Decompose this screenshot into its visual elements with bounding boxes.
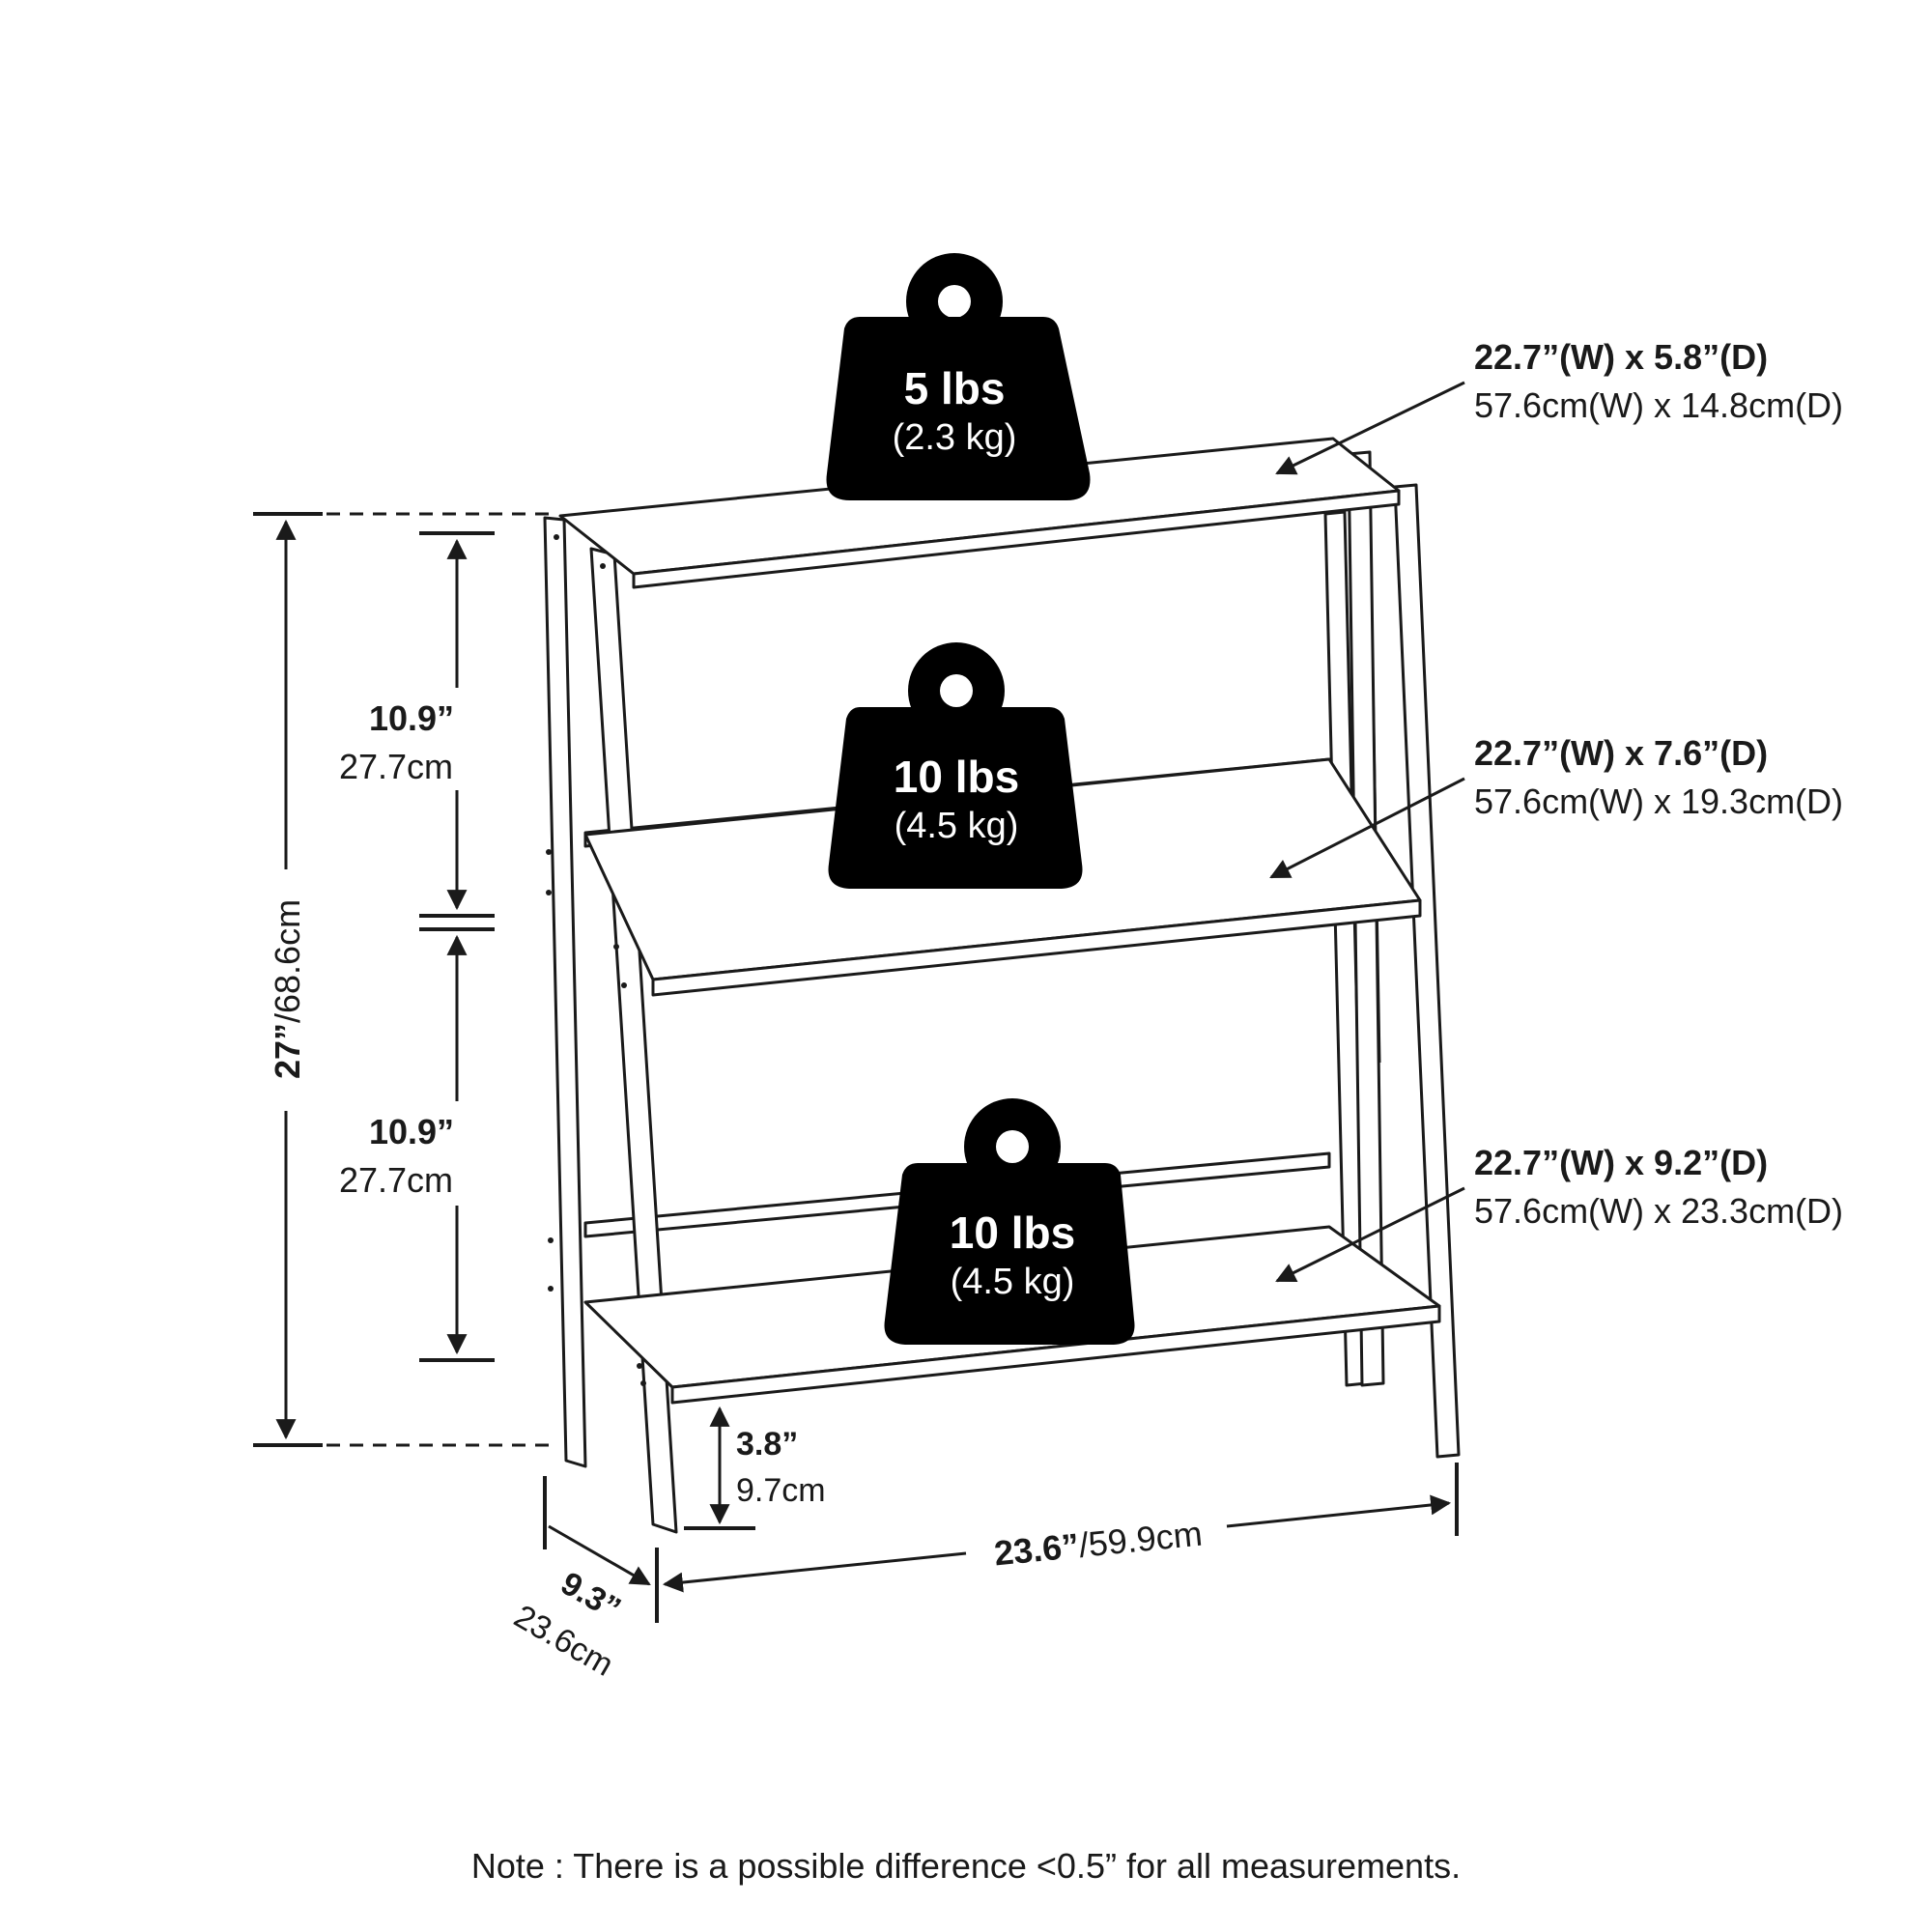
shelf-label-top: 22.7”(W) x 5.8”(D) 57.6cm(W) x 14.8cm(D) <box>1275 337 1843 475</box>
shelf-top-inch: 22.7”(W) x 5.8”(D) <box>1474 337 1768 377</box>
shelf-label-middle: 22.7”(W) x 7.6”(D) 57.6cm(W) x 19.3cm(D) <box>1269 733 1843 879</box>
upper-gap-dimension: 10.9” 27.7cm <box>339 531 495 918</box>
hardware-dots <box>546 534 646 1386</box>
overall-depth-dimension: 9.3” 23.6cm <box>508 1476 651 1684</box>
upper-gap-inch: 10.9” <box>369 698 454 738</box>
shelf-bottom-cm: 57.6cm(W) x 23.3cm(D) <box>1474 1191 1843 1231</box>
overall-depth-inch: 9.3” <box>554 1565 627 1628</box>
overall-height-label: 27”/68.6cm <box>268 899 307 1079</box>
weight-top-lbs: 5 lbs <box>904 363 1006 413</box>
upper-gap-cm: 27.7cm <box>339 747 453 786</box>
lower-gap-dimension: 10.9” 27.7cm <box>339 927 495 1362</box>
shelf-middle-inch: 22.7”(W) x 7.6”(D) <box>1474 733 1768 773</box>
left-front-leg <box>589 547 678 1534</box>
weight-middle-kg: (4.5 kg) <box>895 806 1019 846</box>
left-rear-leg <box>543 516 587 1468</box>
clearance-inch: 3.8” <box>736 1426 798 1463</box>
weight-icon-bottom: 10 lbs (4.5 kg) <box>884 1098 1135 1345</box>
weight-icon-middle: 10 lbs (4.5 kg) <box>828 642 1083 889</box>
overall-height-inch: 27” <box>268 1023 307 1079</box>
measurement-note: Note : There is a possible difference <0… <box>471 1846 1461 1886</box>
weight-middle-lbs: 10 lbs <box>894 752 1019 802</box>
weight-bottom-kg: (4.5 kg) <box>951 1262 1075 1302</box>
clearance-dimension: 3.8” 9.7cm <box>684 1406 826 1530</box>
overall-width-inch: 23.6” <box>992 1525 1081 1573</box>
shelf-bottom-inch: 22.7”(W) x 9.2”(D) <box>1474 1143 1768 1182</box>
lower-gap-inch: 10.9” <box>369 1112 454 1151</box>
overall-width-label: 23.6”/59.9cm <box>992 1514 1204 1574</box>
overall-height-dimension: 27”/68.6cm <box>253 512 551 1447</box>
shelf-middle-cm: 57.6cm(W) x 19.3cm(D) <box>1474 781 1843 821</box>
weight-top-kg: (2.3 kg) <box>893 417 1017 458</box>
ladder-shelf-drawing <box>543 437 1461 1534</box>
shelf-label-bottom: 22.7”(W) x 9.2”(D) 57.6cm(W) x 23.3cm(D) <box>1275 1143 1843 1283</box>
overall-width-cm: /59.9cm <box>1077 1514 1204 1565</box>
overall-height-cm: /68.6cm <box>268 899 307 1023</box>
weight-bottom-lbs: 10 lbs <box>950 1208 1075 1258</box>
shelf-top-cm: 57.6cm(W) x 14.8cm(D) <box>1474 385 1843 425</box>
lower-gap-cm: 27.7cm <box>339 1160 453 1200</box>
weight-icon-top: 5 lbs (2.3 kg) <box>826 253 1091 500</box>
right-front-leg <box>1393 483 1461 1459</box>
clearance-cm: 9.7cm <box>736 1472 826 1509</box>
